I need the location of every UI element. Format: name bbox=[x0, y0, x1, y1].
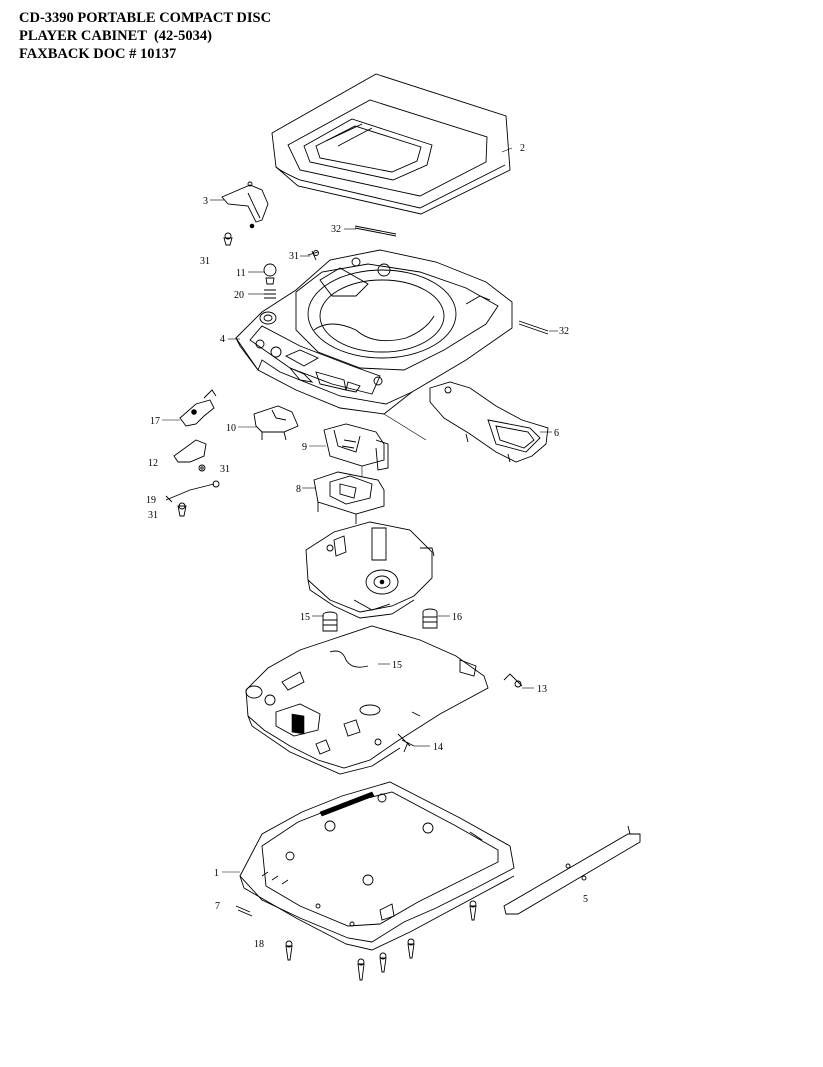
title-line-model: CD-3390 PORTABLE COMPACT DISC bbox=[19, 10, 272, 26]
callout-6: 6 bbox=[554, 428, 559, 439]
callout-12: 12 bbox=[148, 458, 158, 469]
callout-7: 7 bbox=[215, 901, 220, 912]
callout-3: 3 bbox=[203, 196, 208, 207]
callout-20: 20 bbox=[234, 290, 244, 301]
callout-1: 1 bbox=[214, 868, 219, 879]
callout-31: 31 bbox=[289, 251, 299, 262]
part-31-screw-lower-left bbox=[177, 502, 187, 517]
callout-14: 14 bbox=[433, 742, 443, 753]
part-2-lid bbox=[271, 73, 511, 215]
callout-10: 10 bbox=[226, 423, 236, 434]
part-9-bracket bbox=[323, 423, 389, 480]
part-13-clip bbox=[503, 673, 523, 688]
part-8-holder bbox=[313, 471, 385, 524]
title-line-faxback: FAXBACK DOC # 10137 bbox=[19, 46, 177, 62]
part-4-top-cabinet bbox=[235, 249, 513, 441]
part-3-latch bbox=[221, 181, 269, 229]
document-title-block: CD-3390 PORTABLE COMPACT DISC PLAYER CAB… bbox=[19, 9, 271, 63]
part-18-screws bbox=[285, 900, 477, 981]
part-7-spring bbox=[235, 905, 253, 917]
part-5-battery-door bbox=[503, 825, 641, 915]
part-11-knob bbox=[263, 263, 277, 285]
part-10-switch-lever bbox=[253, 405, 299, 441]
callout-17: 17 bbox=[150, 416, 160, 427]
callout-16: 16 bbox=[452, 612, 462, 623]
part-6-side-cover bbox=[429, 381, 549, 463]
callout-15: 15 bbox=[392, 660, 402, 671]
part-17-lever bbox=[179, 389, 217, 427]
part-19-spring-rod bbox=[165, 480, 220, 503]
callout-31: 31 bbox=[148, 510, 158, 521]
part-15-cushion-left bbox=[322, 611, 338, 632]
part-31-screws-upper bbox=[223, 225, 397, 261]
callout-13: 13 bbox=[537, 684, 547, 695]
callout-32: 32 bbox=[331, 224, 341, 235]
cd-mechanism bbox=[305, 521, 435, 619]
callout-32: 32 bbox=[559, 326, 569, 337]
title-line-cabinet: PLAYER CABINET (42-5034) bbox=[19, 28, 212, 44]
callout-leader-lines bbox=[162, 147, 558, 873]
callout-labels: 2 3 31 32 31 11 20 32 4 17 10 6 9 12 31 … bbox=[146, 143, 588, 950]
callout-4: 4 bbox=[220, 334, 225, 345]
callout-8: 8 bbox=[296, 484, 301, 495]
part-20-spring bbox=[264, 289, 276, 299]
callout-31: 31 bbox=[220, 464, 230, 475]
part-16-cushion bbox=[422, 608, 438, 629]
part-32-rod-right bbox=[518, 320, 549, 335]
callout-2: 2 bbox=[520, 143, 525, 154]
callout-18: 18 bbox=[254, 939, 264, 950]
callout-11: 11 bbox=[236, 268, 246, 279]
main-circuit-board bbox=[245, 625, 489, 775]
part-1-bottom-cabinet bbox=[239, 781, 515, 951]
callout-31: 31 bbox=[200, 256, 210, 267]
callout-9: 9 bbox=[302, 442, 307, 453]
part-14-screw bbox=[401, 739, 415, 753]
callout-5: 5 bbox=[583, 894, 588, 905]
callout-15: 15 bbox=[300, 612, 310, 623]
part-12-plate bbox=[173, 439, 207, 472]
callout-19: 19 bbox=[146, 495, 156, 506]
